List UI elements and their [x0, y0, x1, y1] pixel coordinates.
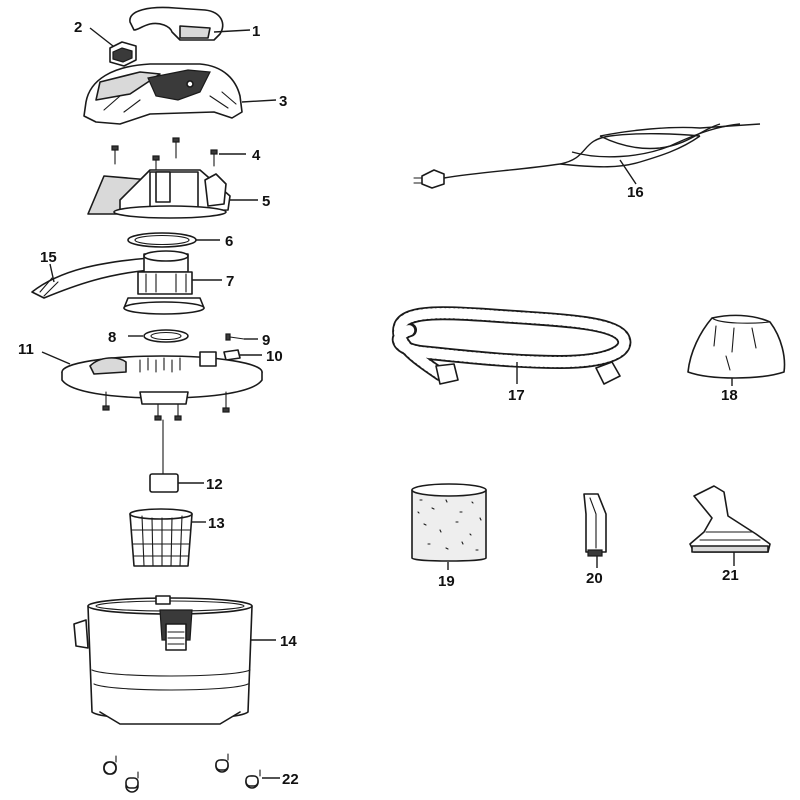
part-number-18: 18	[721, 387, 738, 404]
part-15-wiring: 15	[31, 249, 151, 299]
part-number-10: 10	[266, 348, 283, 365]
part-18-dust-bag: 18	[687, 314, 786, 404]
part-number-20: 20	[586, 570, 603, 587]
part-number-14: 14	[280, 633, 297, 650]
part-3-motor-cover: 3	[83, 63, 287, 125]
part-number-8: 8	[108, 329, 116, 346]
part-number-9: 9	[262, 332, 270, 349]
part-number-15: 15	[40, 249, 57, 266]
part-8-seal: 8	[108, 329, 189, 346]
part-1-handle: 1	[129, 6, 260, 41]
part-6-gasket: 6	[127, 232, 233, 250]
part-10-clip: 10	[223, 348, 283, 365]
part-22-casters: 22	[103, 753, 299, 793]
part-number-3: 3	[279, 93, 287, 110]
part-5-motor-housing: 5	[87, 169, 270, 219]
part-11-lid: 11	[18, 341, 263, 421]
part-number-17: 17	[508, 387, 525, 404]
part-number-2: 2	[74, 19, 82, 36]
part-number-13: 13	[208, 515, 225, 532]
part-21-upholstery-nozzle: 21	[689, 485, 771, 584]
part-number-16: 16	[627, 184, 644, 201]
part-16-power-cord: 16	[413, 123, 761, 201]
part-number-7: 7	[226, 273, 234, 290]
part-2-switch: 2	[74, 19, 137, 67]
part-number-21: 21	[722, 567, 739, 584]
part-19-foam-filter: 19	[411, 483, 487, 590]
part-13-filter-cage: 13	[129, 508, 225, 567]
part-14-tank: 14	[73, 595, 297, 725]
part-number-19: 19	[438, 573, 455, 590]
part-9-screw: 9	[225, 332, 270, 349]
part-number-22: 22	[282, 771, 299, 788]
part-number-12: 12	[206, 476, 223, 493]
part-20-crevice-tool: 20	[583, 493, 607, 587]
part-17-hose: 17	[391, 306, 632, 404]
part-12-float: 12	[149, 419, 223, 493]
part-number-5: 5	[262, 193, 270, 210]
part-number-1: 1	[252, 23, 260, 40]
part-number-11: 11	[18, 341, 34, 358]
part-7-motor: 7	[123, 250, 234, 315]
part-number-4: 4	[252, 147, 261, 164]
part-number-6: 6	[225, 233, 233, 250]
